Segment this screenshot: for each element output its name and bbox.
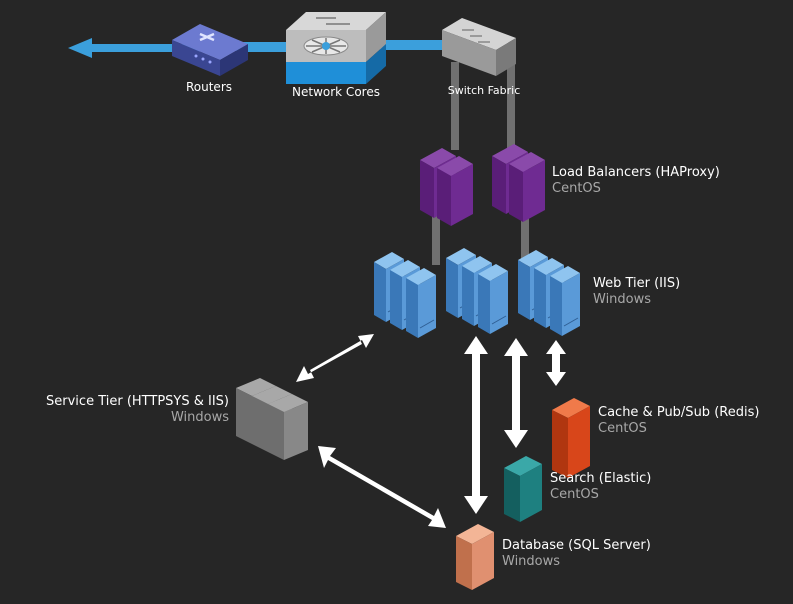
database-server xyxy=(456,524,494,590)
cache-label: Cache & Pub/Sub (Redis) CentOS xyxy=(598,405,759,437)
service-tier-title: Service Tier (HTTPSYS & IIS) xyxy=(46,394,229,409)
load-balancers-title: Load Balancers (HAProxy) xyxy=(552,165,720,180)
routers-label: Routers xyxy=(185,80,233,94)
load-balancer-servers xyxy=(420,144,545,226)
web-tier-servers xyxy=(373,247,581,339)
service-tier-os: Windows xyxy=(170,410,229,425)
database-label: Database (SQL Server) Windows xyxy=(502,538,651,570)
database-os: Windows xyxy=(502,554,561,569)
database-title: Database (SQL Server) xyxy=(502,538,651,553)
data-flow-arrows xyxy=(296,334,566,528)
cache-os: CentOS xyxy=(598,421,647,436)
cache-server xyxy=(552,398,590,478)
switch-fabric-label: Switch Fabric xyxy=(447,84,521,97)
cache-title: Cache & Pub/Sub (Redis) xyxy=(598,405,760,420)
switch-fabric-icon xyxy=(442,18,516,76)
search-os: CentOS xyxy=(550,487,599,502)
search-label: Search (Elastic) CentOS xyxy=(550,471,651,503)
web-tier-label: Web Tier (IIS) Windows xyxy=(593,276,680,308)
uplink-connectors xyxy=(68,38,446,58)
load-balancers-label: Load Balancers (HAProxy) CentOS xyxy=(552,165,720,197)
service-tier-label: Service Tier (HTTPSYS & IIS) Windows xyxy=(46,394,229,426)
web-tier-title: Web Tier (IIS) xyxy=(593,276,681,291)
switch-links xyxy=(432,62,529,265)
search-server xyxy=(504,456,542,522)
web-tier-os: Windows xyxy=(593,292,652,307)
routers-icon xyxy=(172,24,248,76)
load-balancers-os: CentOS xyxy=(552,181,601,196)
network-cores-label: Network Cores xyxy=(292,85,380,99)
network-core-icon xyxy=(286,12,386,84)
search-title: Search (Elastic) xyxy=(550,471,652,486)
service-tier-servers xyxy=(236,378,308,460)
